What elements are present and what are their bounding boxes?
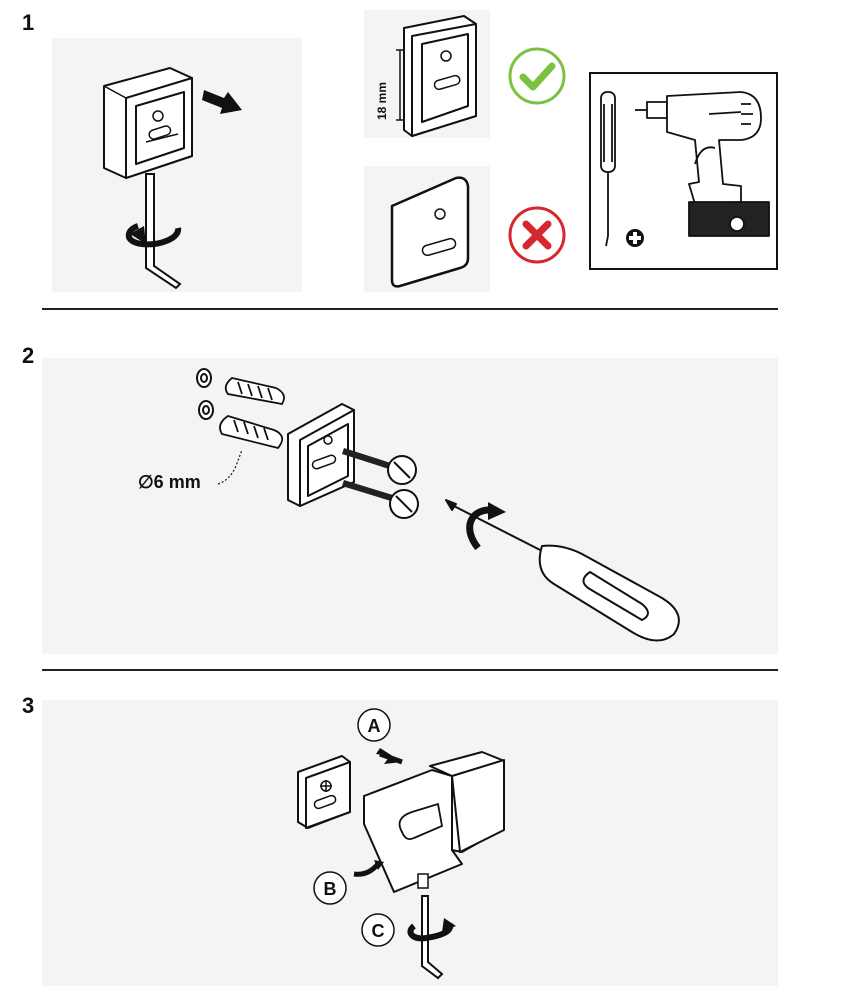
screwdriver-icon xyxy=(600,91,616,247)
cross-icon xyxy=(508,206,566,264)
divider-2 xyxy=(42,669,778,671)
step-number-3: 3 xyxy=(22,693,35,718)
screwdriver-icon xyxy=(445,499,680,642)
svg-text:B: B xyxy=(324,879,337,899)
rotate-arrow-icon xyxy=(466,502,506,551)
label-a: A xyxy=(357,708,391,742)
divider-1 xyxy=(42,308,778,310)
incorrect-frame-illustration xyxy=(364,166,490,292)
rotate-arrow-icon xyxy=(407,918,456,942)
svg-text:C: C xyxy=(372,921,385,941)
tools-box xyxy=(589,72,778,270)
check-icon xyxy=(508,47,566,105)
plus-icon xyxy=(626,229,644,247)
label-b: B xyxy=(313,871,347,905)
grub-screw-icon xyxy=(417,873,429,889)
diameter-label: ∅6 mm xyxy=(138,472,201,492)
direction-arrow-icon xyxy=(202,90,242,114)
final-assembly-illustration: A B C xyxy=(42,700,778,986)
hex-key-icon xyxy=(145,173,182,290)
washer-icon xyxy=(196,368,214,420)
hex-key-icon xyxy=(421,895,444,980)
correct-frame-illustration: 18 mm xyxy=(364,10,490,138)
wall-mount-assembly-illustration: ∅6 mm xyxy=(42,358,778,654)
dimension-label: 18 mm xyxy=(375,82,389,120)
rotate-arrow-icon xyxy=(125,223,181,248)
step-number-2: 2 xyxy=(22,343,35,368)
bracket-frame-hexkey-illustration xyxy=(52,38,302,292)
screw-icon xyxy=(342,448,419,519)
svg-text:A: A xyxy=(368,716,381,736)
label-c: C xyxy=(361,913,395,947)
step-number-1: 1 xyxy=(22,10,35,35)
wall-plug-icon xyxy=(219,377,285,450)
drill-icon xyxy=(635,91,770,237)
